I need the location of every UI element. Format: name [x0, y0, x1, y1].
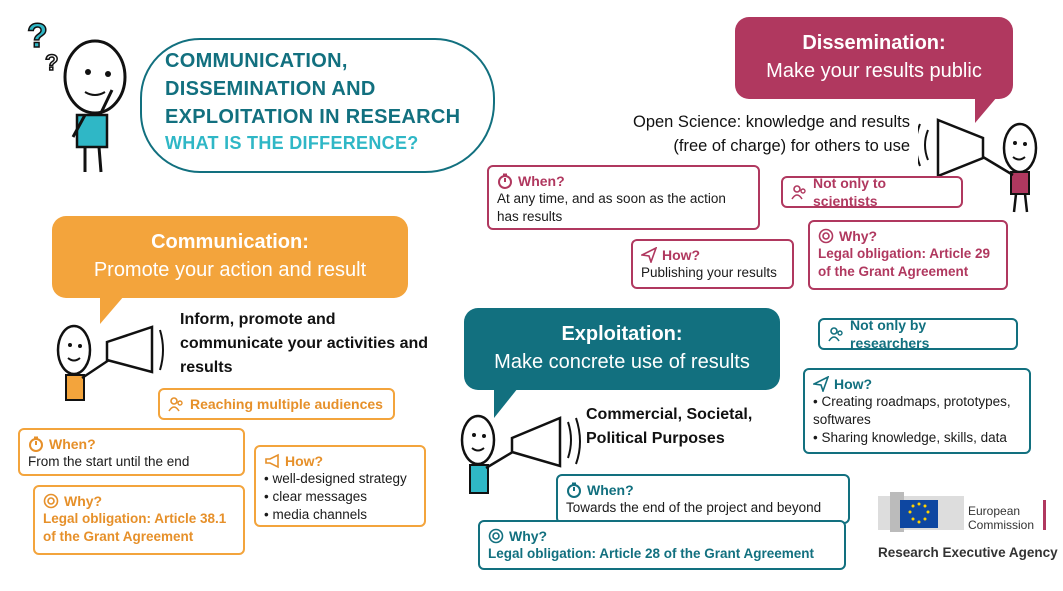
- title-bubble: [140, 38, 495, 173]
- title-line-1: COMMUNICATION,: [165, 50, 348, 72]
- svg-text:?: ?: [27, 17, 48, 55]
- communication-how-label: How?: [285, 453, 324, 469]
- exploitation-audience-box: Not only by researchers: [818, 317, 1018, 351]
- title-line-2: DISSEMINATION AND: [165, 78, 376, 100]
- dissemination-audience-text: Not only to scientists: [813, 175, 887, 209]
- communication-when-text: From the start until the end: [28, 454, 190, 469]
- exploitation-when-text: Towards the end of the project and beyon…: [566, 500, 822, 515]
- paper-plane-icon: [811, 375, 830, 394]
- communication-how-box: How? well-designed strategy clear messag…: [254, 445, 426, 527]
- exploitation-audience-text: Not only by researchers: [850, 317, 930, 351]
- communication-audience-text: Reaching multiple audiences: [190, 396, 383, 412]
- paper-plane-icon: [639, 246, 658, 265]
- european-commission-logo: [878, 492, 964, 532]
- dissemination-when-box: When? At any time, and as soon as the ac…: [487, 165, 760, 230]
- dissemination-tagline: Make your results public: [766, 60, 982, 82]
- stopwatch-icon: [28, 436, 44, 452]
- people-icon: [168, 396, 184, 412]
- exploitation-why-text: Legal obligation: Article 28 of the Gran…: [488, 546, 815, 561]
- dissemination-how-box: How? Publishing your results: [631, 239, 794, 289]
- megaphone-figure-communication: [56, 324, 164, 401]
- dissemination-intro-line-1: Open Science: knowledge and results: [632, 113, 910, 131]
- logo-text-line-1: European: [968, 504, 1021, 518]
- communication-intro: Inform, promote and communicate your act…: [180, 311, 429, 376]
- communication-when-box: When? From the start until the end: [18, 428, 245, 476]
- dissemination-intro-line-2: (free of charge) for others to use: [673, 137, 910, 155]
- dissemination-header: Dissemination: Make your results public: [735, 17, 1013, 123]
- title-subtitle: WHAT IS THE DIFFERENCE?: [165, 133, 419, 153]
- exploitation-tagline: Make concrete use of results: [494, 351, 750, 373]
- communication-why-label: Why?: [64, 493, 103, 509]
- communication-why-box: Why? Legal obligation: Article 38.1 of t…: [33, 485, 245, 555]
- dissemination-intro: Open Science: knowledge and results (fre…: [555, 110, 910, 158]
- people-icon: [791, 184, 807, 200]
- stopwatch-icon: [566, 482, 582, 498]
- exploitation-why-box: Why? Legal obligation: Article 28 of the…: [478, 520, 846, 570]
- dissemination-audience-box: Not only to scientists: [781, 175, 963, 209]
- exploitation-how-item: Sharing knowledge, skills, data: [813, 429, 1021, 447]
- exploitation-why-label: Why?: [509, 528, 548, 544]
- communication-heading: Communication:: [151, 231, 309, 253]
- dissemination-why-label: Why?: [839, 228, 878, 244]
- target-icon: [488, 528, 504, 544]
- megaphone-icon: [264, 453, 280, 469]
- dissemination-how-text: Publishing your results: [641, 265, 777, 280]
- communication-audience-box: Reaching multiple audiences: [158, 388, 395, 420]
- communication-tagline: Promote your action and result: [93, 259, 367, 281]
- dissemination-when-label: When?: [518, 173, 565, 189]
- thinking-figure-illustration: ? ?: [26, 16, 127, 173]
- exploitation-when-label: When?: [587, 482, 634, 498]
- people-icon: [828, 326, 844, 342]
- title-line-3: EXPLOITATION IN RESEARCH: [165, 106, 461, 128]
- megaphone-figure-exploitation: [460, 414, 581, 494]
- communication-how-item: clear messages: [264, 488, 416, 506]
- dissemination-when-text: At any time, and as soon as the action h…: [497, 191, 726, 224]
- target-icon: [43, 493, 59, 509]
- communication-when-label: When?: [49, 436, 96, 452]
- communication-how-item: media channels: [264, 506, 416, 524]
- logo-accent-bar: [1043, 500, 1046, 530]
- exploitation-how-item: Creating roadmaps, prototypes, softwares: [813, 393, 1021, 429]
- target-icon: [818, 228, 834, 244]
- exploitation-how-box: How? Creating roadmaps, prototypes, soft…: [803, 368, 1031, 454]
- agency-name: Research Executive Agency: [878, 545, 1058, 560]
- megaphone-figure-dissemination: [918, 118, 1038, 213]
- svg-text:?: ?: [45, 50, 58, 75]
- exploitation-how-label: How?: [834, 376, 873, 392]
- communication-header: Communication: Promote your action and r…: [52, 216, 408, 324]
- communication-how-item: well-designed strategy: [264, 470, 416, 488]
- logo-text: European Commission: [968, 504, 1034, 532]
- logo-text-line-2: Commission: [968, 518, 1035, 532]
- exploitation-intro: Commercial, Societal, Political Purposes: [586, 406, 753, 447]
- exploitation-heading: Exploitation:: [561, 323, 683, 345]
- dissemination-how-label: How?: [662, 247, 701, 263]
- dissemination-heading: Dissemination:: [802, 32, 946, 54]
- stopwatch-icon: [497, 173, 513, 189]
- communication-why-text: Legal obligation: Article 38.1 of the Gr…: [43, 511, 227, 544]
- dissemination-why-text: Legal obligation: Article 29 of the Gran…: [818, 246, 991, 279]
- exploitation-when-box: When? Towards the end of the project and…: [556, 474, 850, 524]
- dissemination-why-box: Why? Legal obligation: Article 29 of the…: [808, 220, 1008, 290]
- exploitation-header: Exploitation: Make concrete use of resul…: [464, 308, 780, 418]
